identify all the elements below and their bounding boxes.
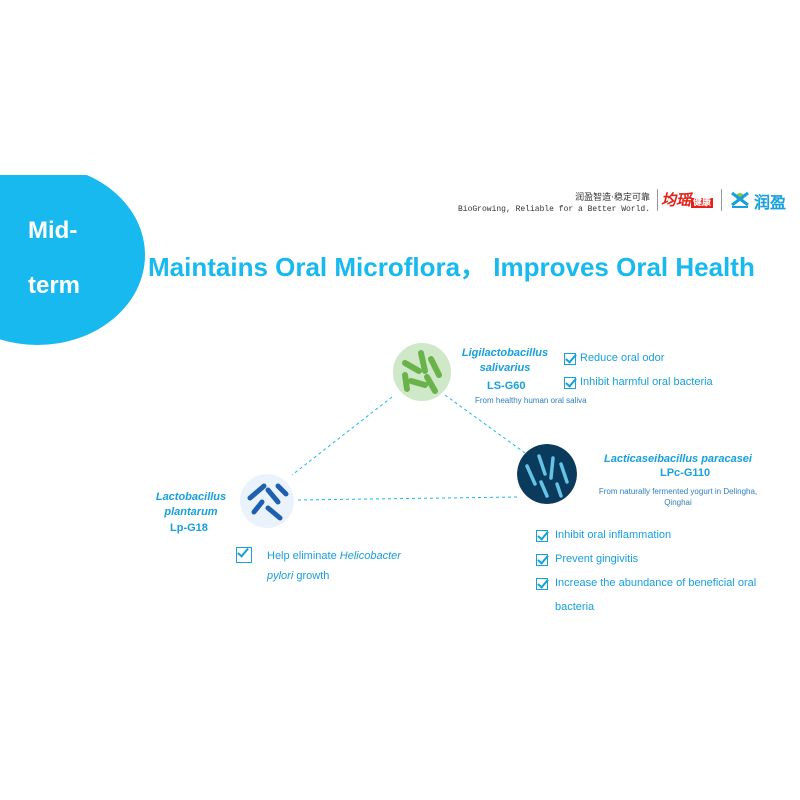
benefit-pylori-suffix: growth bbox=[293, 570, 330, 582]
check-icon bbox=[236, 547, 252, 563]
benefit-inhibit-inflammation: Inhibit oral inflammation bbox=[555, 529, 672, 541]
benefit-prevent-gingivitis: Prevent gingivitis bbox=[555, 553, 639, 565]
plantarum-name-line1: Lactobacillus bbox=[155, 491, 227, 503]
paracasei-name: Lacticaseibacillus paracasei bbox=[604, 453, 752, 465]
benefit-helicobacter-prefix: Help eliminate bbox=[267, 550, 340, 562]
slogan-chinese: 润盈智造·稳定可靠 bbox=[575, 193, 650, 203]
salivarius-name: Ligilactobacillus salivarius bbox=[460, 346, 550, 376]
paracasei-source: From naturally fermented yogurt in Delin… bbox=[588, 486, 768, 508]
junyao-logo-box: 健康 bbox=[690, 197, 713, 208]
benefit-increase-abundance: Increase the abundance of beneficial ora… bbox=[555, 577, 757, 589]
stage-badge-line1: Mid- bbox=[28, 217, 78, 244]
check-icon bbox=[536, 530, 548, 542]
salivarius-name-line1: Ligilactobacillus bbox=[461, 347, 549, 359]
salivarius-code: LS-G60 bbox=[487, 380, 526, 392]
salivarius-bacteria-icon bbox=[391, 341, 453, 403]
benefit-increase-abundance-cont: bacteria bbox=[555, 601, 595, 613]
salivarius-source: From healthy human oral saliva bbox=[475, 396, 587, 405]
brand-divider-2 bbox=[721, 189, 722, 211]
runying-logo-text: 润盈 bbox=[753, 193, 786, 212]
connection-lines bbox=[291, 394, 526, 501]
stage-badge-line2: term bbox=[28, 272, 81, 299]
paracasei-code: LPc-G110 bbox=[660, 467, 711, 479]
check-icon bbox=[564, 353, 576, 365]
plantarum-name: Lactobacillus plantarum bbox=[145, 490, 237, 520]
plantarum-code: Lp-G18 bbox=[170, 522, 208, 534]
brand-slogan: 润盈智造·稳定可靠 BioGrowing, Reliable for a Bet… bbox=[458, 190, 650, 214]
check-icon bbox=[536, 554, 548, 566]
benefit-pylori-italic: pylori bbox=[267, 570, 294, 582]
benefit-inhibit-harmful: Inhibit harmful oral bacteria bbox=[580, 376, 713, 388]
benefit-helicobacter-italic: Helicobacter bbox=[339, 550, 401, 562]
benefit-helicobacter-line1: Help eliminate Helicobacter bbox=[267, 550, 401, 562]
junyao-logo-text: 均瑶 bbox=[660, 191, 691, 209]
line-lp-lpc bbox=[297, 496, 518, 501]
biogrowing-logo-icon bbox=[731, 191, 749, 208]
check-icon bbox=[536, 578, 548, 590]
check-icon bbox=[564, 377, 576, 389]
paracasei-bacteria-icon bbox=[517, 444, 577, 504]
salivarius-name-line2: salivarius bbox=[479, 362, 531, 374]
plantarum-bacteria-icon bbox=[238, 472, 296, 530]
junyao-logo: 均瑶健康 bbox=[661, 189, 713, 210]
line-ls-lpc bbox=[444, 394, 526, 454]
benefit-reduce-odor: Reduce oral odor bbox=[580, 352, 665, 364]
plantarum-name-line2: plantarum bbox=[164, 506, 218, 518]
paracasei-source-line2: Qinghai bbox=[664, 498, 692, 507]
benefit-helicobacter-line2: pylori growth bbox=[267, 570, 329, 582]
paracasei-source-line1: From naturally fermented yogurt in Delin… bbox=[598, 487, 758, 496]
brand-divider bbox=[657, 189, 658, 211]
line-ls-lp bbox=[291, 396, 393, 476]
slogan-english: BioGrowing, Reliable for a Better World. bbox=[457, 205, 650, 214]
slide: Mid- term 润盈智造·稳定可靠 BioGrowing, Reliable… bbox=[0, 175, 800, 625]
headline: Maintains Oral Microflora， Improves Oral… bbox=[148, 252, 755, 282]
